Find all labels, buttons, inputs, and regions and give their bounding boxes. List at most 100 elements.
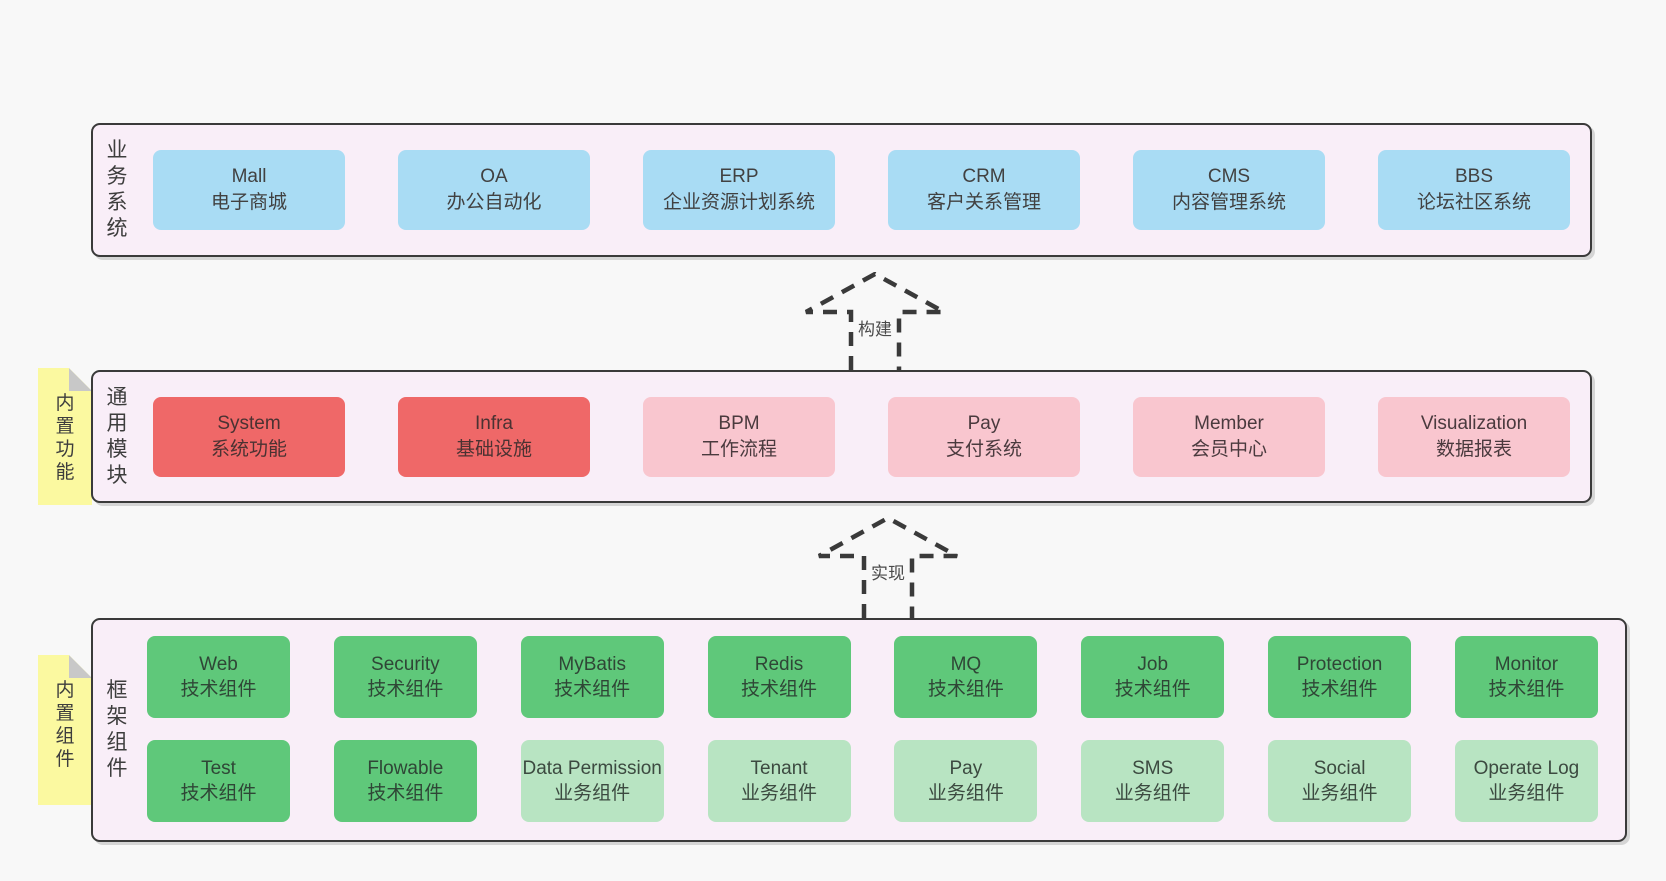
component-desc: 技术组件 [1301, 679, 1378, 700]
component-desc: 业务组件 [1301, 783, 1378, 804]
component-name: CRM [962, 166, 1006, 187]
component-box: Protection 技术组件 [1268, 636, 1412, 718]
component-desc: 技术组件 [927, 679, 1004, 700]
arrow-label: 构建 [856, 315, 894, 340]
panel-business-systems: 业务系统 Mall 电子商城 OA 办公自动化 ERP 企业资源计划系统 CRM 客户关系管理… [91, 123, 1592, 257]
component-desc: 技术组件 [180, 679, 257, 700]
component-name: Mall [231, 166, 267, 187]
component-name: BPM [718, 413, 760, 434]
component-desc: 业务组件 [741, 783, 818, 804]
component-box: ERP 企业资源计划系统 [643, 150, 835, 230]
component-box: MyBatis 技术组件 [520, 636, 664, 718]
component-name: Social [1313, 758, 1366, 779]
component-row: Test 技术组件 Flowable 技术组件 Data Permission 业务组件 T… [93, 740, 1625, 822]
component-desc: 技术组件 [1114, 679, 1191, 700]
component-desc: 客户关系管理 [926, 192, 1041, 213]
component-box: Visualization 数据报表 [1378, 397, 1570, 477]
implement-arrow: 实现 [817, 516, 959, 618]
component-name: System [217, 413, 281, 434]
component-name: Protection [1296, 654, 1383, 675]
component-name: MQ [950, 654, 982, 675]
component-box: BBS 论坛社区系统 [1378, 150, 1570, 230]
component-name: Member [1194, 413, 1264, 434]
component-name: Test [201, 758, 236, 779]
component-box: Data Permission 业务组件 [520, 740, 664, 822]
dashed-up-arrow-icon [817, 516, 959, 618]
folded-corner-icon [69, 655, 92, 678]
component-name: Pay [967, 413, 1001, 434]
component-desc: 企业资源计划系统 [662, 192, 815, 213]
component-desc: 工作流程 [700, 439, 777, 460]
component-box: Job 技术组件 [1081, 636, 1225, 718]
component-box: Social 业务组件 [1268, 740, 1412, 822]
component-name: Tenant [750, 758, 808, 779]
component-desc: 业务组件 [927, 783, 1004, 804]
component-name: Operate Log [1473, 758, 1580, 779]
component-desc: 数据报表 [1435, 439, 1512, 460]
component-desc: 论坛社区系统 [1416, 192, 1531, 213]
arrow-label: 实现 [869, 559, 907, 584]
sticky-note-label: 内置功能 [55, 393, 75, 483]
component-row: Mall 电子商城 OA 办公自动化 ERP 企业资源计划系统 CRM 客户关系管理 CMS 内容… [93, 150, 1590, 230]
component-name: OA [480, 166, 508, 187]
component-name: Job [1137, 654, 1169, 675]
component-box: System 系统功能 [153, 397, 345, 477]
component-box: Web 技术组件 [147, 636, 290, 718]
dashed-up-arrow-icon [804, 272, 946, 370]
component-desc: 支付系统 [945, 439, 1022, 460]
component-box: Pay 支付系统 [888, 397, 1080, 477]
component-name: Flowable [367, 758, 444, 779]
component-name: BBS [1454, 166, 1494, 187]
component-desc: 技术组件 [741, 679, 818, 700]
component-box: Security 技术组件 [333, 636, 477, 718]
component-name: Monitor [1494, 654, 1559, 675]
component-name: SMS [1132, 758, 1174, 779]
component-desc: 系统功能 [210, 439, 287, 460]
component-desc: 电子商城 [210, 192, 287, 213]
component-box: Test 技术组件 [147, 740, 290, 822]
component-box: MQ 技术组件 [894, 636, 1038, 718]
component-box: Redis 技术组件 [707, 636, 851, 718]
component-desc: 基础设施 [455, 439, 532, 460]
box-rows: Mall 电子商城 OA 办公自动化 ERP 企业资源计划系统 CRM 客户关系管理 CMS 内容… [93, 150, 1590, 280]
component-box: Flowable 技术组件 [333, 740, 477, 822]
component-desc: 业务组件 [554, 783, 631, 804]
component-desc: 会员中心 [1190, 439, 1267, 460]
component-box: Monitor 技术组件 [1454, 636, 1598, 718]
component-name: Web [199, 654, 238, 675]
component-desc: 业务组件 [1488, 783, 1565, 804]
component-desc: 技术组件 [180, 783, 257, 804]
sticky-note-builtin-features: 内置功能 [38, 368, 92, 505]
component-box: Operate Log 业务组件 [1454, 740, 1598, 822]
sticky-note-builtin-components: 内置组件 [38, 655, 92, 805]
component-name: Visualization [1420, 413, 1528, 434]
component-desc: 技术组件 [1488, 679, 1565, 700]
component-desc: 内容管理系统 [1171, 192, 1286, 213]
component-name: Security [371, 654, 440, 675]
component-desc: 办公自动化 [446, 192, 542, 213]
component-name: Data Permission [522, 758, 662, 779]
component-box: CMS 内容管理系统 [1133, 150, 1325, 230]
component-box: Member 会员中心 [1133, 397, 1325, 477]
sticky-note-label: 内置组件 [55, 680, 75, 770]
component-desc: 技术组件 [367, 679, 444, 700]
panel-label: 框架组件 [106, 679, 128, 780]
component-name: ERP [719, 166, 759, 187]
component-desc: 技术组件 [367, 783, 444, 804]
panel-label: 业务系统 [106, 139, 128, 240]
component-name: CMS [1207, 166, 1251, 187]
component-name: Redis [754, 654, 804, 675]
component-box: Mall 电子商城 [153, 150, 345, 230]
component-desc: 技术组件 [554, 679, 631, 700]
component-name: MyBatis [558, 654, 626, 675]
component-box: OA 办公自动化 [398, 150, 590, 230]
folded-corner-icon [69, 368, 92, 391]
